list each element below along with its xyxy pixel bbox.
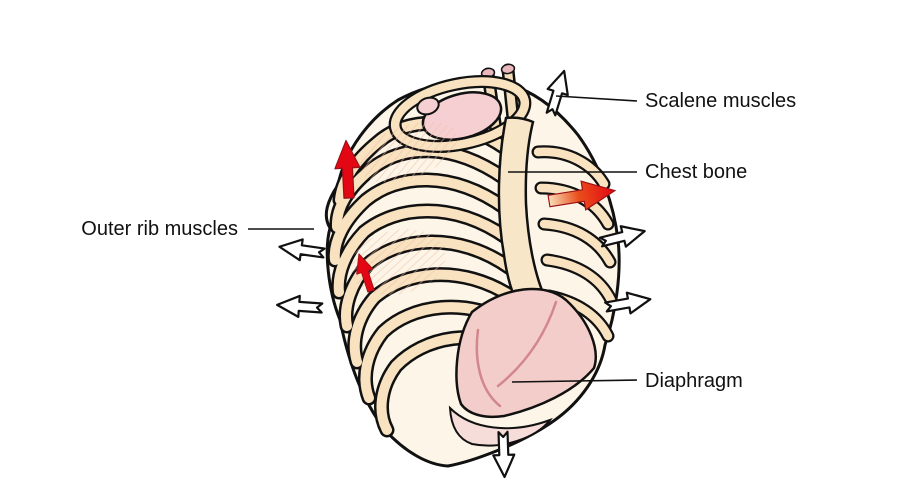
label-diaphragm: Diaphragm	[645, 370, 743, 392]
rib-muscle-striations	[350, 121, 458, 295]
left-expansion-arrow-upper	[276, 235, 327, 265]
diaphragm-lower-flap	[448, 405, 553, 447]
scalene-tube-cut-end	[500, 63, 516, 75]
diaphragm-shape	[448, 287, 597, 447]
first-rib-ring	[388, 75, 532, 153]
label-chest-bone: Chest bone	[645, 161, 748, 183]
left-expansion-arrow-lower	[275, 293, 324, 320]
leader-line-diaphragm	[511, 379, 638, 383]
label-outer-rib-muscles: Outer rib muscles	[81, 218, 238, 240]
leader-line-scalene	[555, 95, 638, 102]
label-scalene-muscles: Scalene muscles	[645, 90, 797, 112]
